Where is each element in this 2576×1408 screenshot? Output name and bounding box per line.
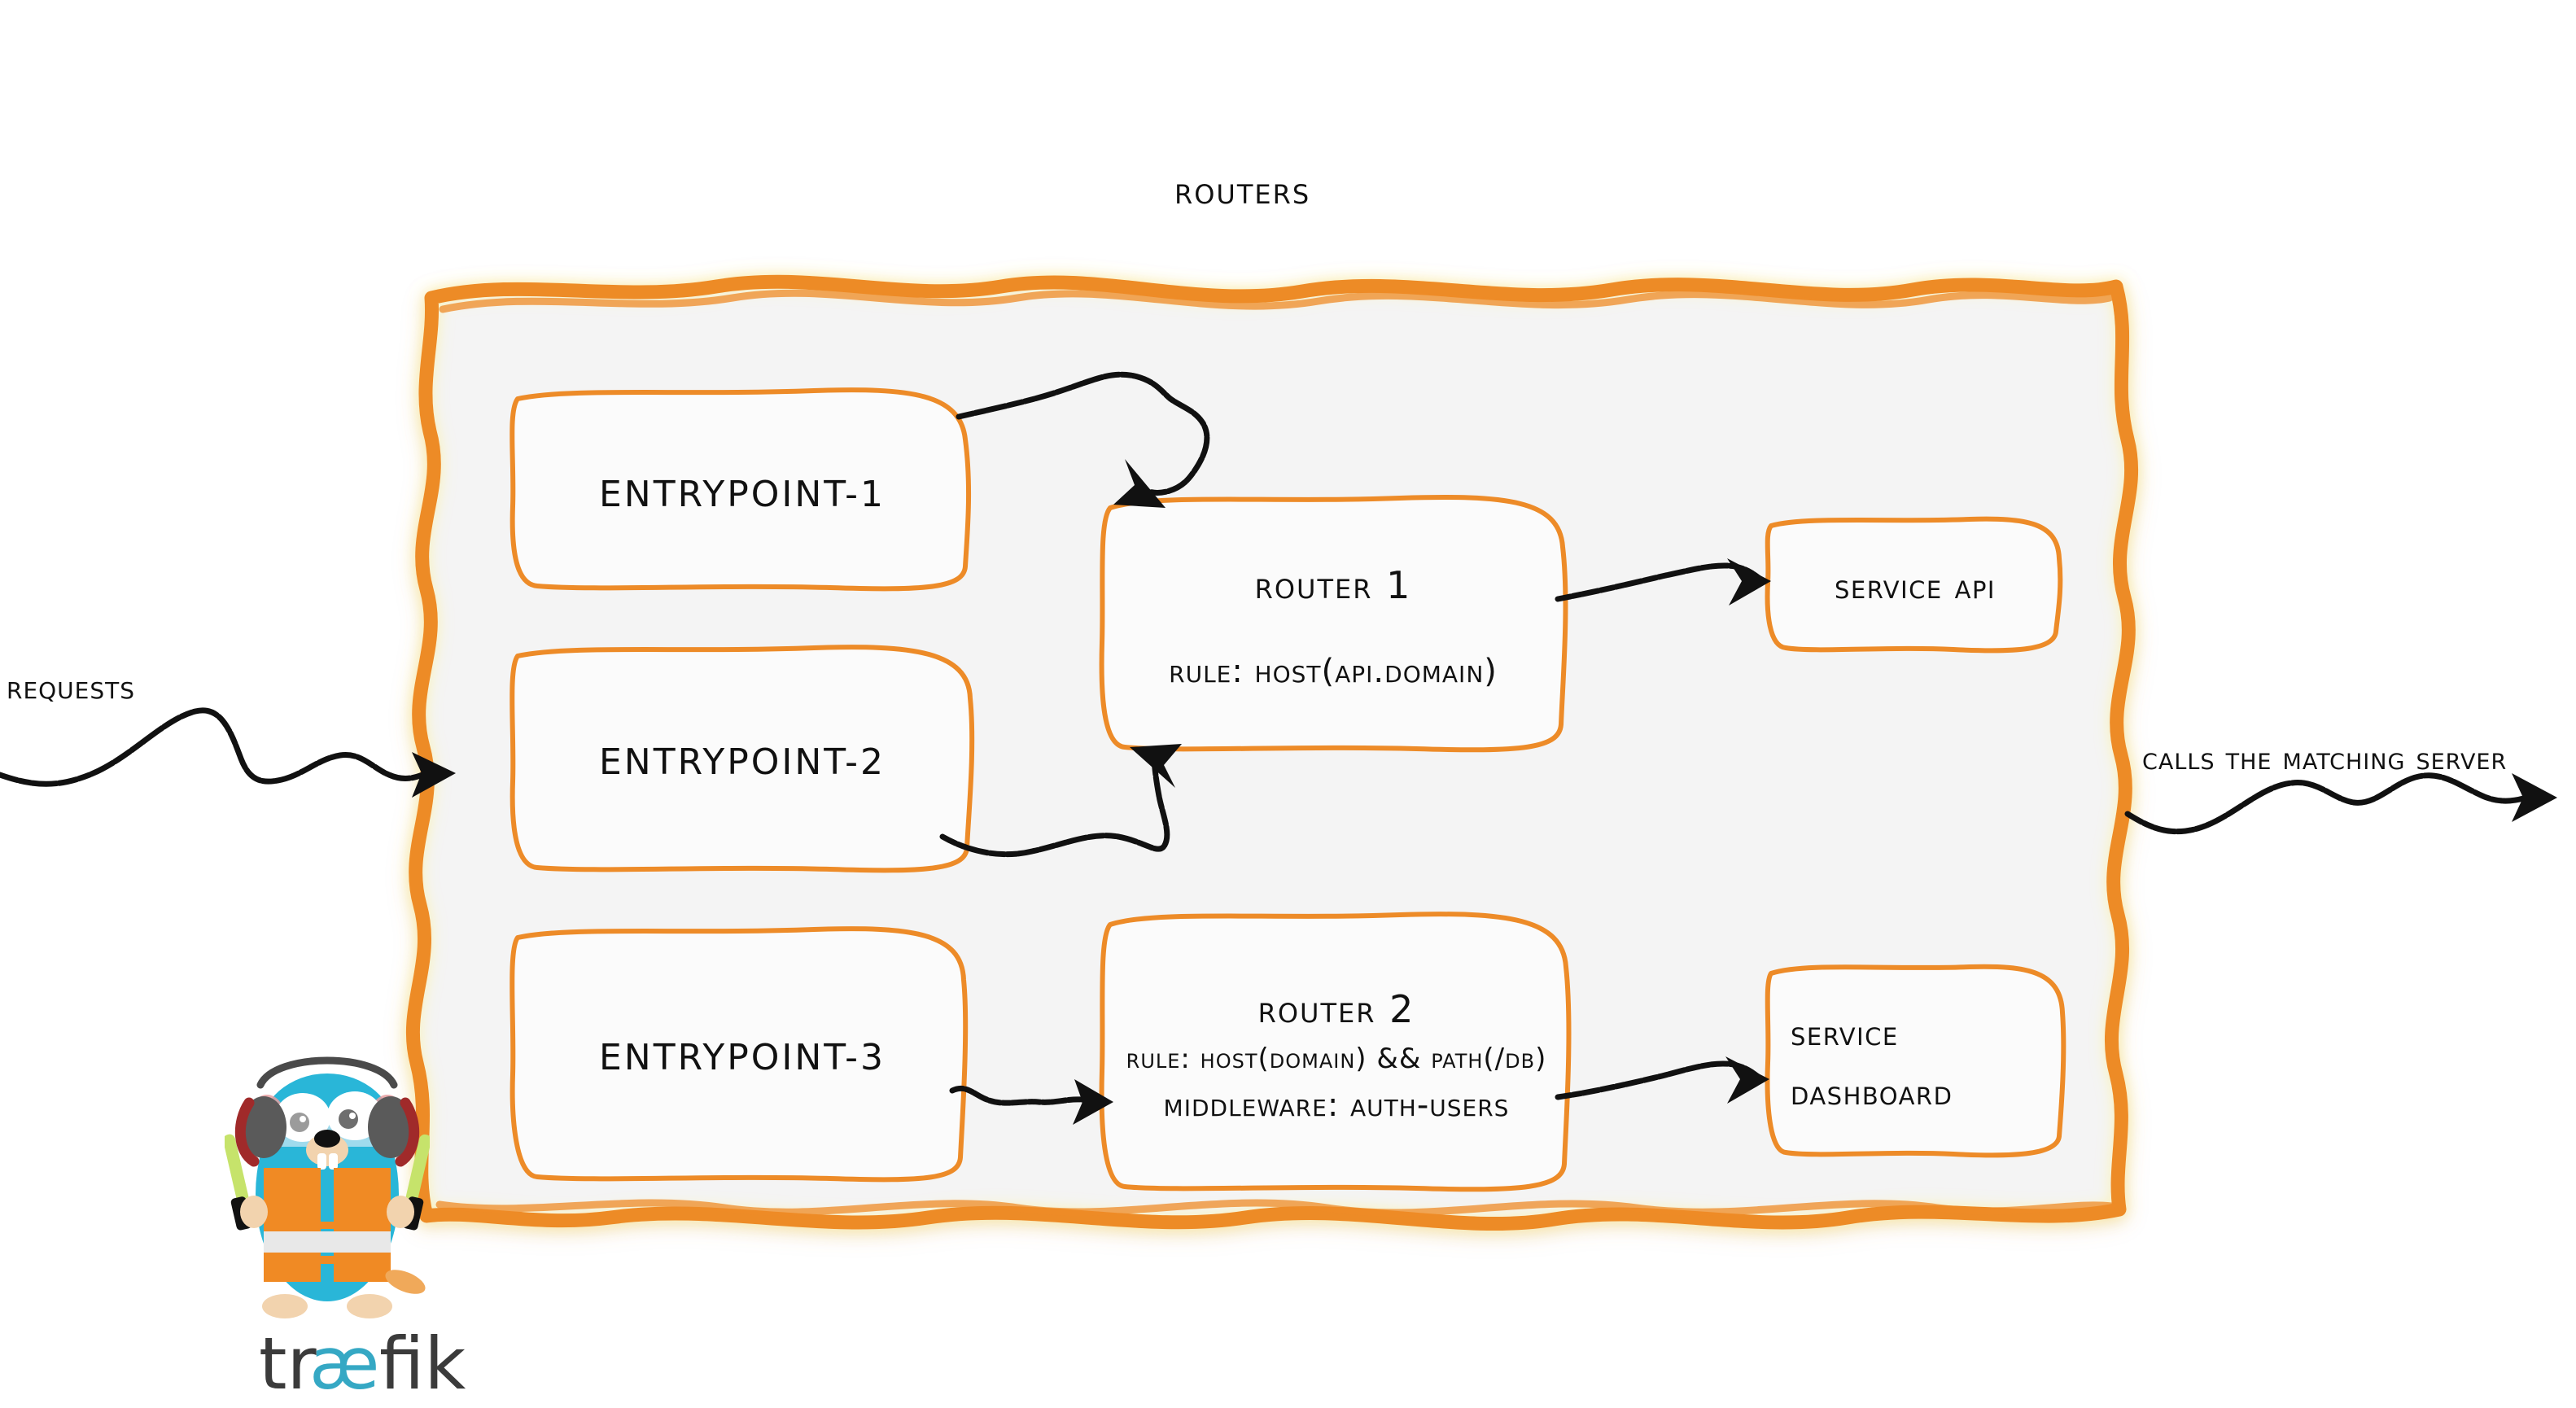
- calls-the-matching-server-label: Calls the matching server: [2142, 741, 2508, 776]
- wordmark-ae-ligature: æ: [309, 1328, 379, 1406]
- page-title: Routers: [1174, 168, 1311, 212]
- arrow-ep3-router2: [949, 1079, 1113, 1125]
- entrypoint-box-2[interactable]: [510, 645, 975, 873]
- service-box-dashboard[interactable]: [1765, 964, 2066, 1158]
- service-box-api[interactable]: [1765, 516, 2063, 654]
- arrow-ep1-router1: [956, 371, 1210, 508]
- traefik-gopher-mascot: [225, 1056, 430, 1318]
- arrow-router1-service-api: [1555, 558, 1771, 606]
- arrow-ep2-router1: [939, 744, 1182, 858]
- entrypoint-box-3[interactable]: [510, 926, 969, 1183]
- calls-arrow: [2124, 772, 2557, 835]
- wordmark-part-3: fik: [379, 1328, 466, 1406]
- router-box-1[interactable]: [1099, 495, 1568, 753]
- requests-label: Requests: [7, 669, 136, 706]
- router-box-2[interactable]: [1099, 912, 1572, 1192]
- entrypoint-box-1[interactable]: [510, 387, 972, 592]
- traefik-wordmark: tr æ fik: [259, 1328, 466, 1406]
- requests-arrow: [0, 707, 456, 798]
- wordmark-part-1: tr: [259, 1328, 317, 1406]
- arrow-router2-service-dashboard: [1555, 1056, 1769, 1104]
